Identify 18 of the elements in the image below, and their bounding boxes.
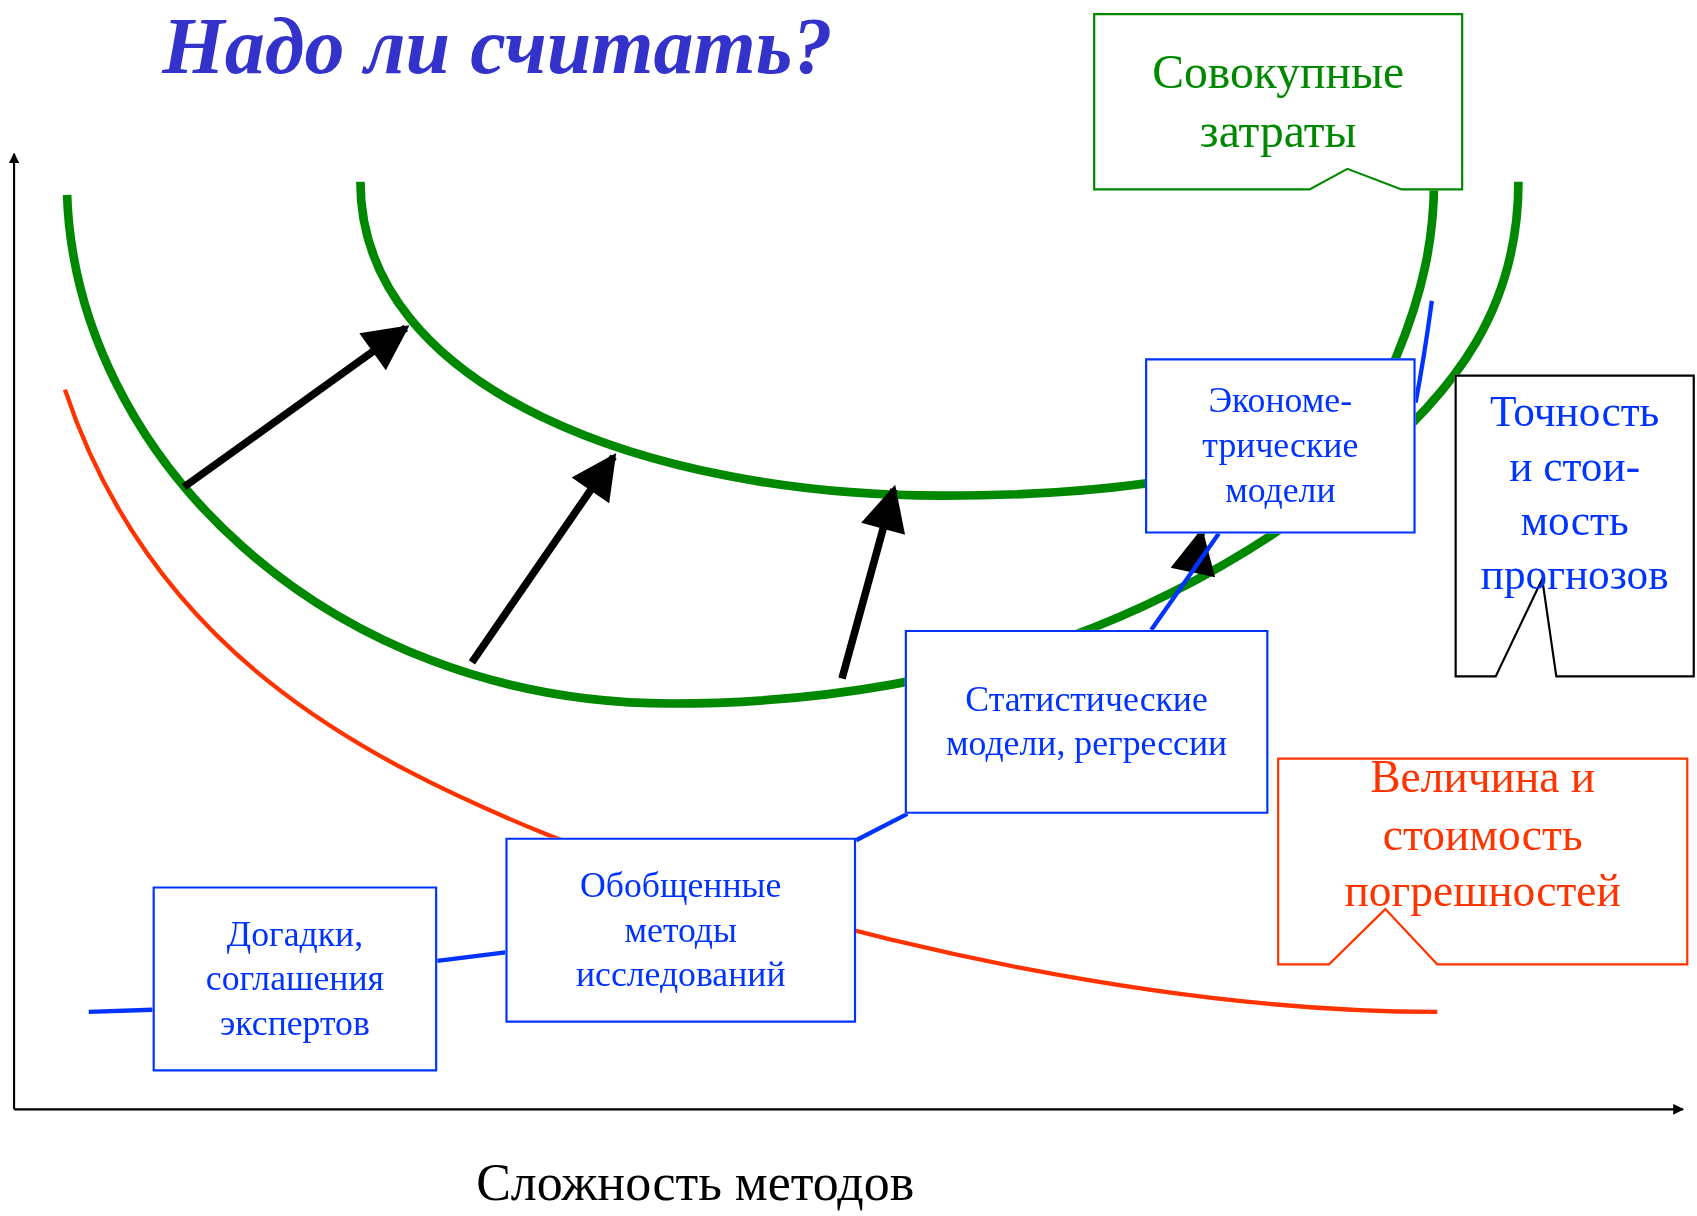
method-box [505, 837, 857, 1023]
method-box [904, 629, 1269, 814]
box-label: Совокупные затраты [1151, 44, 1406, 160]
method-box [152, 886, 438, 1072]
box-label: Догадки, соглашения экспертов [204, 913, 386, 1045]
box-label: Обобщенные методы исследований [574, 864, 787, 996]
callout-box [1277, 757, 1689, 966]
box-label: Экономе- трические модели [1201, 380, 1360, 512]
connector-line [855, 811, 909, 843]
method-box [1145, 358, 1416, 534]
box-label: Точность и стои- мость прогнозов [1480, 386, 1669, 601]
axis-label: Сложность методов [476, 1152, 915, 1213]
callout-box [1093, 13, 1464, 191]
box-label: Величина и стоимость погрешностей [1343, 751, 1622, 918]
callout-box [1454, 374, 1695, 678]
box-label: Статистические модели, регрессии [945, 678, 1229, 765]
connector-line [436, 950, 506, 964]
title: Надо ли считать? [162, 0, 833, 92]
